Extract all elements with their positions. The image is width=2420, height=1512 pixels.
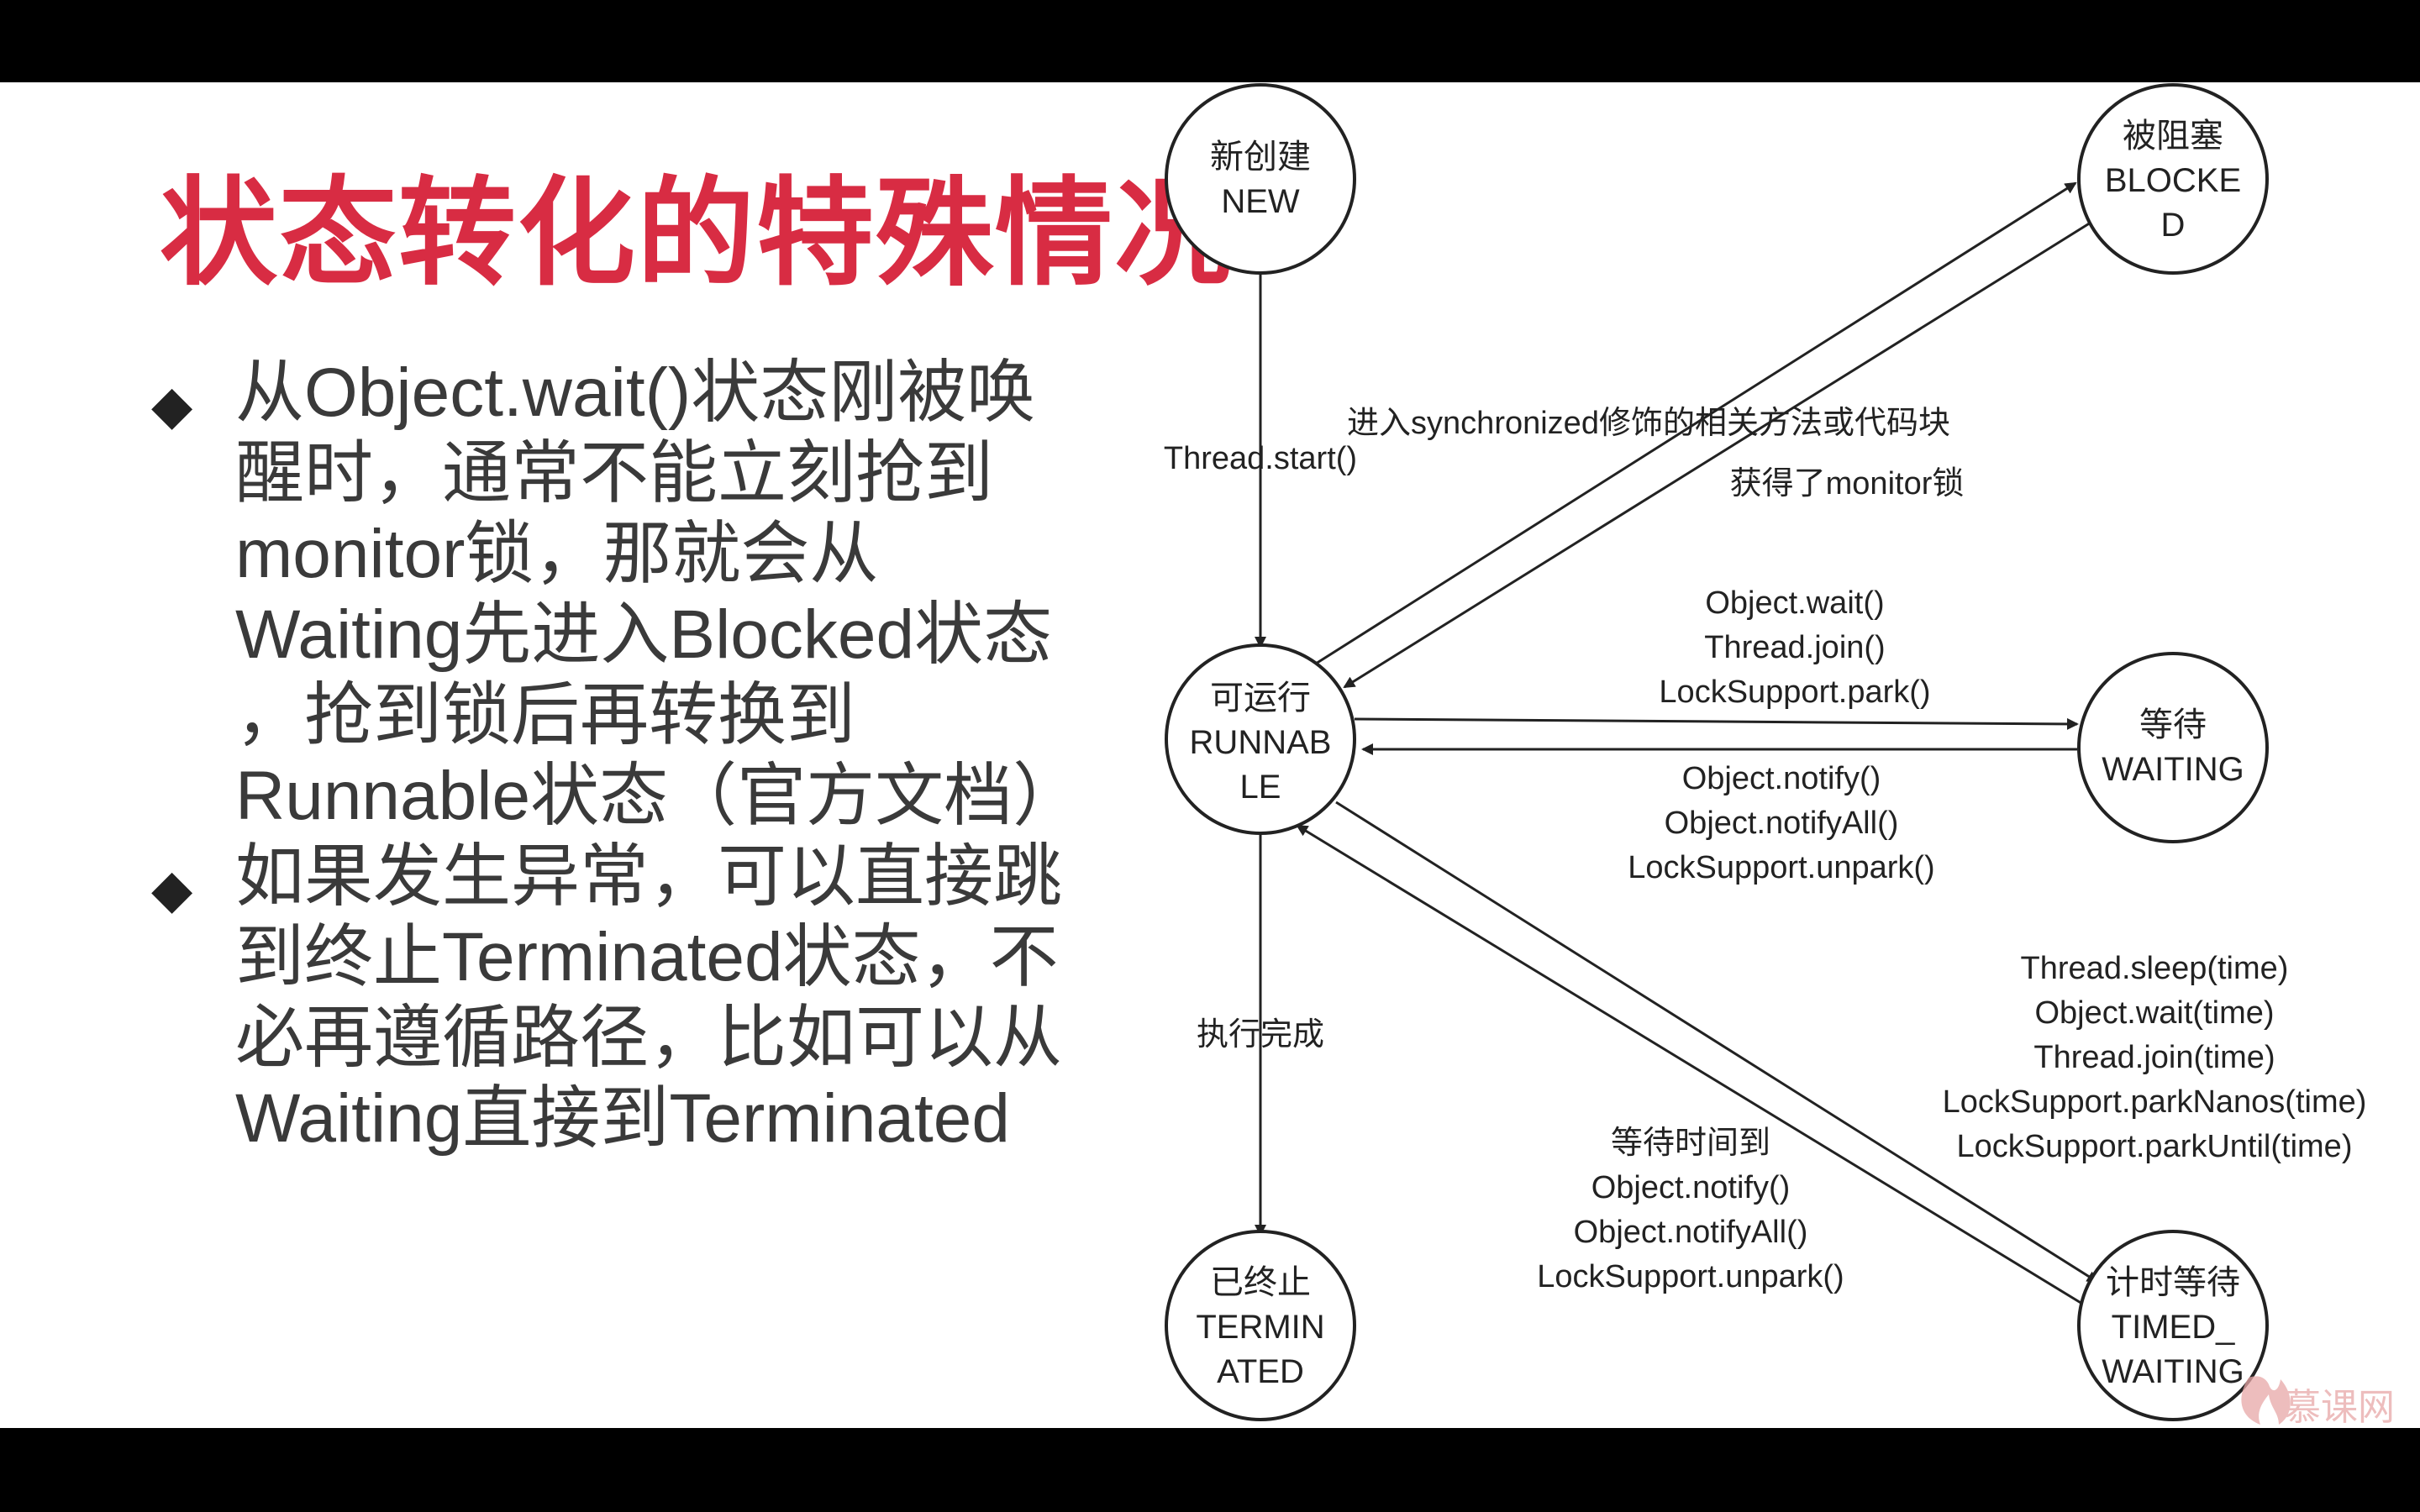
edge-label-line: Object.notifyAll() — [1665, 806, 1899, 841]
bullet-line: 如果发生异常，可以直接跳 — [235, 838, 1063, 915]
edge-label-line: LockSupport.unpark() — [1628, 850, 1934, 885]
state-label: LE — [1240, 769, 1281, 806]
state-label: TERMIN — [1196, 1309, 1324, 1346]
edge-runnable-to-blocked — [1315, 181, 2077, 665]
state-label: NEW — [1221, 183, 1300, 220]
edge-label-thread-start: Thread.start() — [1164, 441, 1357, 476]
state-blocked: 被阻塞 BLOCKE D — [2077, 83, 2269, 275]
edge-label-line: LockSupport.parkUntil(time) — [1957, 1129, 2353, 1164]
edge-label-line: Object.notifyAll() — [1574, 1215, 1808, 1250]
state-label: D — [2161, 207, 2186, 244]
edge-label-line: LockSupport.parkNanos(time) — [1943, 1084, 2367, 1120]
state-label: 被阻塞 — [2123, 118, 2223, 155]
edge-label-execution-complete: 执行完成 — [1197, 1017, 1324, 1053]
edge-label-line: LockSupport.unpark() — [1537, 1259, 1844, 1294]
state-terminated: 已终止 TERMIN ATED — [1165, 1230, 1356, 1421]
bullet-line: Waiting先进入Blocked状态 — [235, 596, 1053, 673]
state-label: 计时等待 — [2106, 1264, 2240, 1301]
edge-label-line: Object.wait() — [1705, 585, 1884, 621]
state-label: 可运行 — [1210, 680, 1311, 717]
edge-label-line: Object.wait(time) — [2034, 995, 2274, 1031]
state-runnable: 可运行 RUNNAB LE — [1165, 643, 1356, 835]
bullet-line: monitor锁，那就会从 — [235, 516, 879, 592]
diamond-bullet-icon: ◆ — [151, 375, 193, 435]
edge-timed-waiting-to-runnable — [1296, 824, 2083, 1305]
edge-runnable-to-timed-waiting — [1335, 801, 2099, 1284]
bullet-line: 醒时，通常不能立刻抢到 — [235, 435, 994, 512]
bullet-list: ◆ 从Object.wait()状态刚被唤 醒时，通常不能立刻抢到 monito… — [143, 353, 1101, 1159]
state-label: 已终止 — [1210, 1264, 1311, 1301]
edge-label-line: Thread.sleep(time) — [2021, 951, 2289, 986]
edge-label-enter-synchronized: 进入synchronized修饰的相关方法或代码块 — [1347, 406, 1950, 441]
state-waiting: 等待 WAITING — [2077, 652, 2269, 843]
state-timed-waiting: 计时等待 TIMED_ WAITING — [2077, 1230, 2269, 1421]
edge-label-acquire-monitor: 获得了monitor锁 — [1730, 466, 1965, 501]
bullet-item-1: ◆ 从Object.wait()状态刚被唤 醒时，通常不能立刻抢到 monito… — [143, 353, 1101, 837]
edge-runnable-to-waiting — [1354, 717, 2079, 730]
edge-label-line: Object.notify() — [1591, 1170, 1791, 1205]
edge-label-line: 等待时间到 — [1611, 1126, 1770, 1161]
state-label: 等待 — [2139, 706, 2207, 743]
edge-label-line: Thread.join() — [1704, 630, 1885, 665]
flame-logo-icon — [2241, 1376, 2291, 1425]
state-label: 新创建 — [1210, 139, 1311, 176]
watermark-text: 慕课网 — [2284, 1387, 2395, 1428]
state-label: WAITING — [2102, 751, 2244, 788]
diamond-bullet-icon: ◆ — [151, 858, 193, 919]
state-label: WAITING — [2102, 1353, 2244, 1390]
state-label: ATED — [1217, 1353, 1304, 1390]
edge-label-line: LockSupport.park() — [1659, 675, 1930, 710]
edge-blocked-to-runnable — [1343, 221, 2091, 689]
state-label: RUNNAB — [1190, 724, 1332, 761]
state-label: BLOCKE — [2105, 162, 2241, 199]
bullet-line: Runnable状态（官方文档） — [235, 758, 1082, 834]
bullet-line: 必再遵循路径，比如可以从 — [235, 1000, 1063, 1076]
bullet-line: ，抢到锁后再转换到 — [235, 677, 856, 753]
slide-title: 状态转化的特殊情况 — [160, 165, 1234, 302]
state-label: TIMED_ — [2112, 1309, 2235, 1346]
bullet-line: 到终止Terminated状态，不 — [235, 919, 1059, 995]
bullet-item-2: ◆ 如果发生异常，可以直接跳 到终止Terminated状态，不 必再遵循路径，… — [143, 837, 1101, 1159]
bullet-line: 从Object.wait()状态刚被唤 — [235, 354, 1036, 431]
watermark: 慕课网 — [2241, 1376, 2395, 1428]
edge-label-line: Object.notify() — [1682, 761, 1881, 796]
state-new: 新创建 NEW — [1165, 83, 1356, 275]
edge-label-line: Thread.join(time) — [2033, 1040, 2275, 1075]
bullet-line: Waiting直接到Terminated — [235, 1080, 1011, 1157]
